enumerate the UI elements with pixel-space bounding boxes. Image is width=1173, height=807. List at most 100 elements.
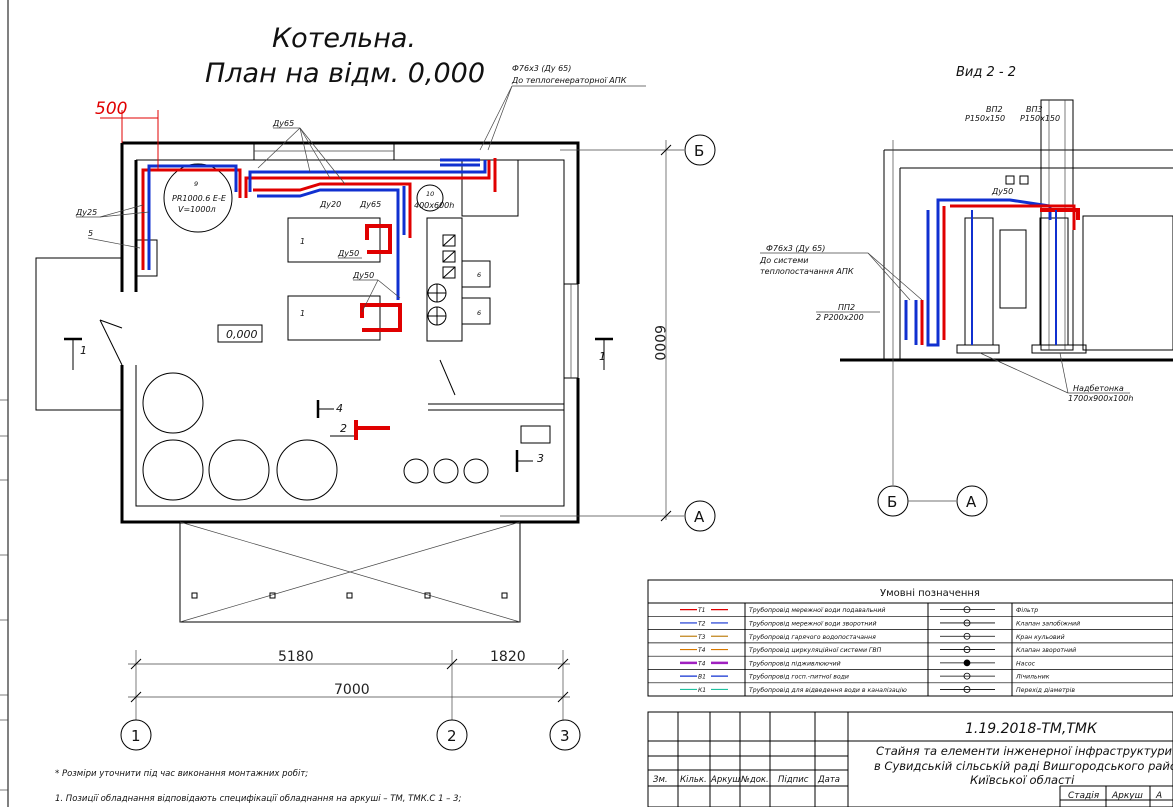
stamp-title-2: в Сувидській сільській раді Вишгородсько… <box>874 759 1173 773</box>
axis-3-label: 3 <box>560 727 570 745</box>
axis-a-bubble <box>684 500 716 532</box>
boiler-1b-label: 1 <box>300 309 305 318</box>
legend-fitting-symbol <box>963 686 971 693</box>
dim-1820: 1820 <box>490 649 526 665</box>
legend-pipe-label: Трубопровід підживлюючий <box>749 659 841 667</box>
view-to-apk-1: До системи <box>759 256 809 265</box>
callout-dy50-a: Ду50 <box>337 249 359 258</box>
stamp-col-zm: Зм. <box>653 775 668 785</box>
sec1-left-label: 1 <box>80 344 87 357</box>
legend-pipe-label: Трубопровід гарячого водопостачання <box>749 633 876 641</box>
legend-fitting-label: Клапан запобіжний <box>1016 619 1080 627</box>
dim-6000: 6000 <box>651 325 667 361</box>
wall-left-upper <box>120 143 138 292</box>
view-pipe: Ф76х3 (Ду 65) <box>766 244 825 253</box>
callout-dy65-top: Ду65 <box>272 119 294 128</box>
stamp-sheets: А <box>1155 791 1162 801</box>
pipes-return <box>147 158 487 300</box>
legend-fitting-label: Кран кульовий <box>1016 634 1065 641</box>
legend-title: Умовні позначення <box>880 587 980 599</box>
axis-b-label: Б <box>694 142 704 160</box>
view-pp2-size: 2 Р200х200 <box>816 313 864 322</box>
stamp-col-data: Дата <box>817 775 840 785</box>
equip-5 <box>136 239 158 277</box>
sec2-label: 2 <box>340 422 347 435</box>
legend-pipe-label: Трубопровід мережної води зворотний <box>749 619 876 627</box>
stamp-col-pidpys: Підпис <box>778 775 809 785</box>
legend-fitting-symbol <box>963 619 971 627</box>
view-title: Вид 2 - 2 <box>956 65 1016 80</box>
wall-left-lower <box>120 365 580 524</box>
callout-dy50-b: Ду50 <box>352 271 374 280</box>
unit10-size: 400х600h <box>414 201 454 210</box>
legend-fitting-symbol <box>963 672 971 680</box>
callout-pos5: 5 <box>88 229 93 238</box>
stamp-col-kilk: Кільк. <box>680 775 707 785</box>
view-axis-a-label: А <box>966 493 977 511</box>
pump-symbols <box>427 283 447 326</box>
boiler-1a <box>287 217 381 263</box>
plan: 9 PR1000.6 E-E V=1000л 10 400х600h 1 1 6… <box>35 64 716 751</box>
legend-fitting-label: Перехід діаметрів <box>1016 686 1075 694</box>
sec4-label: 4 <box>336 402 343 415</box>
legend-code: Т2 <box>698 620 706 627</box>
legend-code: Т3 <box>698 634 706 641</box>
view-vp3: ВП3 <box>1026 105 1043 114</box>
legend-pipe-label: Трубопровід для відведення води в каналі… <box>749 686 907 694</box>
legend-code: Т1 <box>698 607 705 614</box>
title-line1: Котельна. <box>272 23 416 54</box>
legend-fitting-symbol <box>963 659 971 667</box>
tank-number: 9 <box>194 180 198 188</box>
view-axis-a <box>956 485 988 517</box>
chimney-block <box>426 217 463 342</box>
axis-2-bubble <box>436 719 468 751</box>
legend-fitting-label: Фільтр <box>1016 606 1038 614</box>
boiler-1b <box>287 295 381 341</box>
view-axis-b-label: Б <box>887 493 897 511</box>
window-top <box>253 142 395 161</box>
view-pp2: ПП2 <box>838 303 855 312</box>
legend-code: В1 <box>698 674 706 681</box>
stamp-col-arkush: Аркуш <box>710 775 740 785</box>
dim-5180: 5180 <box>278 649 314 665</box>
stamp-title-3: Київської області <box>970 773 1075 787</box>
equip-6a-label: 6 <box>477 271 481 279</box>
level-mark <box>217 324 263 343</box>
legend-pipe-label: Трубопровід циркуляційної системи ГВП <box>749 646 882 654</box>
axis-1-bubble <box>120 719 152 751</box>
note-1: 1. Позиції обладнання відповідають специ… <box>55 794 462 804</box>
view-dy50: Ду50 <box>991 187 1013 196</box>
door-leaf <box>99 319 123 366</box>
axis-1-label: 1 <box>131 727 141 745</box>
stamp-stage: Стадія <box>1068 791 1100 801</box>
callout-to-apk-top: До теплогенераторної АПК <box>511 76 627 85</box>
view-boiler-b <box>1039 217 1069 346</box>
view-slab-label-2: 1700х900х100h <box>1068 394 1133 403</box>
equip-6b <box>461 297 491 325</box>
wall-inner-bottom <box>135 365 565 507</box>
title-line2: План на відм. 0,000 <box>205 58 485 89</box>
view-slab-label-1: Надбетонка <box>1073 384 1124 393</box>
tank-9 <box>163 163 233 233</box>
axis-a-label: А <box>694 508 705 526</box>
stamp-col-ndok: №док. <box>740 775 769 785</box>
legend-fitting-label: Клапан зворотний <box>1016 647 1076 654</box>
view-to-apk-2: теплопостачання АПК <box>760 267 854 276</box>
legend-fitting-symbol <box>963 646 971 653</box>
sec1-right-label: 1 <box>599 350 606 363</box>
legend-code: К1 <box>698 687 706 694</box>
equip-6a <box>461 260 491 288</box>
stamp-sheet: Аркуш <box>1111 791 1143 801</box>
view-walls <box>883 149 1173 360</box>
view-vp3-size: Р150х150 <box>1020 114 1060 123</box>
callout-dy20: Ду20 <box>319 200 341 209</box>
stamp-title-1: Стайня та елементи інженерної інфраструк… <box>876 744 1173 758</box>
legend-pipe-label: Трубопровід госп.-питної води <box>749 673 849 681</box>
view-boiler-a <box>964 217 994 346</box>
legend-fitting-label: Насос <box>1016 660 1036 667</box>
note-0: * Розміри уточнити під час виконання мон… <box>55 769 308 779</box>
pipes-supply <box>141 158 497 440</box>
sec3-label: 3 <box>537 452 544 465</box>
